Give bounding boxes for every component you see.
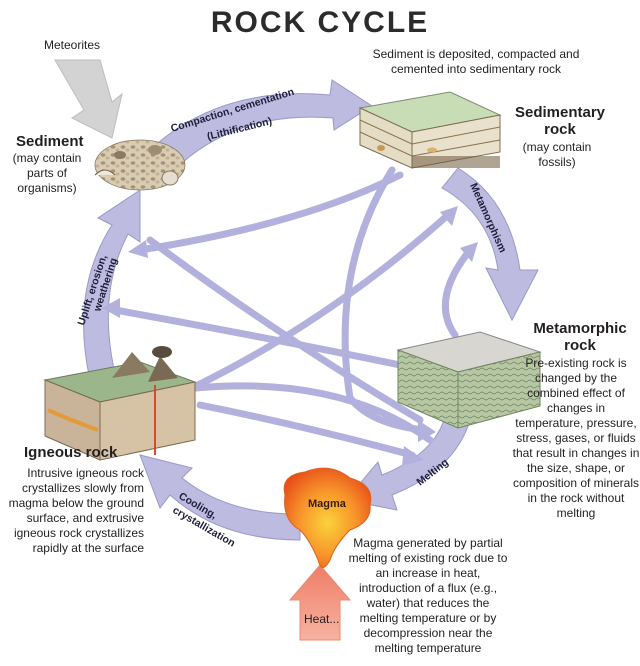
heat-label: Heat... [304, 612, 340, 626]
meta-loop-line [441, 246, 474, 339]
metamorphism-arrow [441, 167, 539, 322]
meteorites-arrow [54, 59, 123, 139]
deposit-note: Sediment is deposited, compacted and cem… [372, 47, 580, 76]
sed-to-melt-line [341, 166, 429, 434]
sedimentary-block-icon [358, 91, 502, 169]
arrowhead [402, 446, 424, 466]
uplift-arrow [83, 189, 141, 381]
magma-label: Magma [308, 498, 347, 510]
cooling-arrow [139, 454, 301, 541]
igneous-note: Intrusive igneous rock crystallizes slow… [8, 466, 144, 555]
sediment-to-melt-line [146, 236, 424, 424]
igneous-heading: Igneous rock [24, 444, 118, 461]
arrowhead [460, 242, 478, 262]
heat-arrow [288, 564, 352, 641]
meta-to-igneous-line [191, 382, 434, 444]
metamorphic-note: Pre-existing rock is changed by the comb… [512, 356, 640, 520]
igneous-to-meta-line [194, 211, 452, 389]
sedimentary-heading: Sedimentary rock [514, 104, 606, 138]
magma-note: Magma generated by partial melting of ex… [348, 536, 508, 655]
arrowhead [128, 240, 148, 258]
metamorphic-heading: Metamorphic rock [533, 320, 627, 354]
sed-to-sediment-line [136, 171, 404, 254]
arrowhead [102, 298, 120, 318]
meta-to-sediment-line [111, 306, 404, 369]
magma-blob [283, 467, 372, 568]
sediment-heading: Sediment [16, 133, 84, 150]
arrowhead [418, 420, 436, 442]
igneous-block-icon [43, 346, 197, 461]
sedimentary-note: (may contain fossils) [522, 140, 592, 169]
igneous-to-melt-line [196, 401, 416, 459]
sediment-note: (may contain parts of organisms) [12, 151, 82, 195]
metamorphic-block-icon [396, 331, 542, 429]
arrowhead [440, 206, 458, 226]
sediment-pile-icon [94, 139, 186, 191]
meteorites-label: Meteorites [44, 38, 101, 52]
page-title: ROCK CYCLE [210, 6, 430, 39]
